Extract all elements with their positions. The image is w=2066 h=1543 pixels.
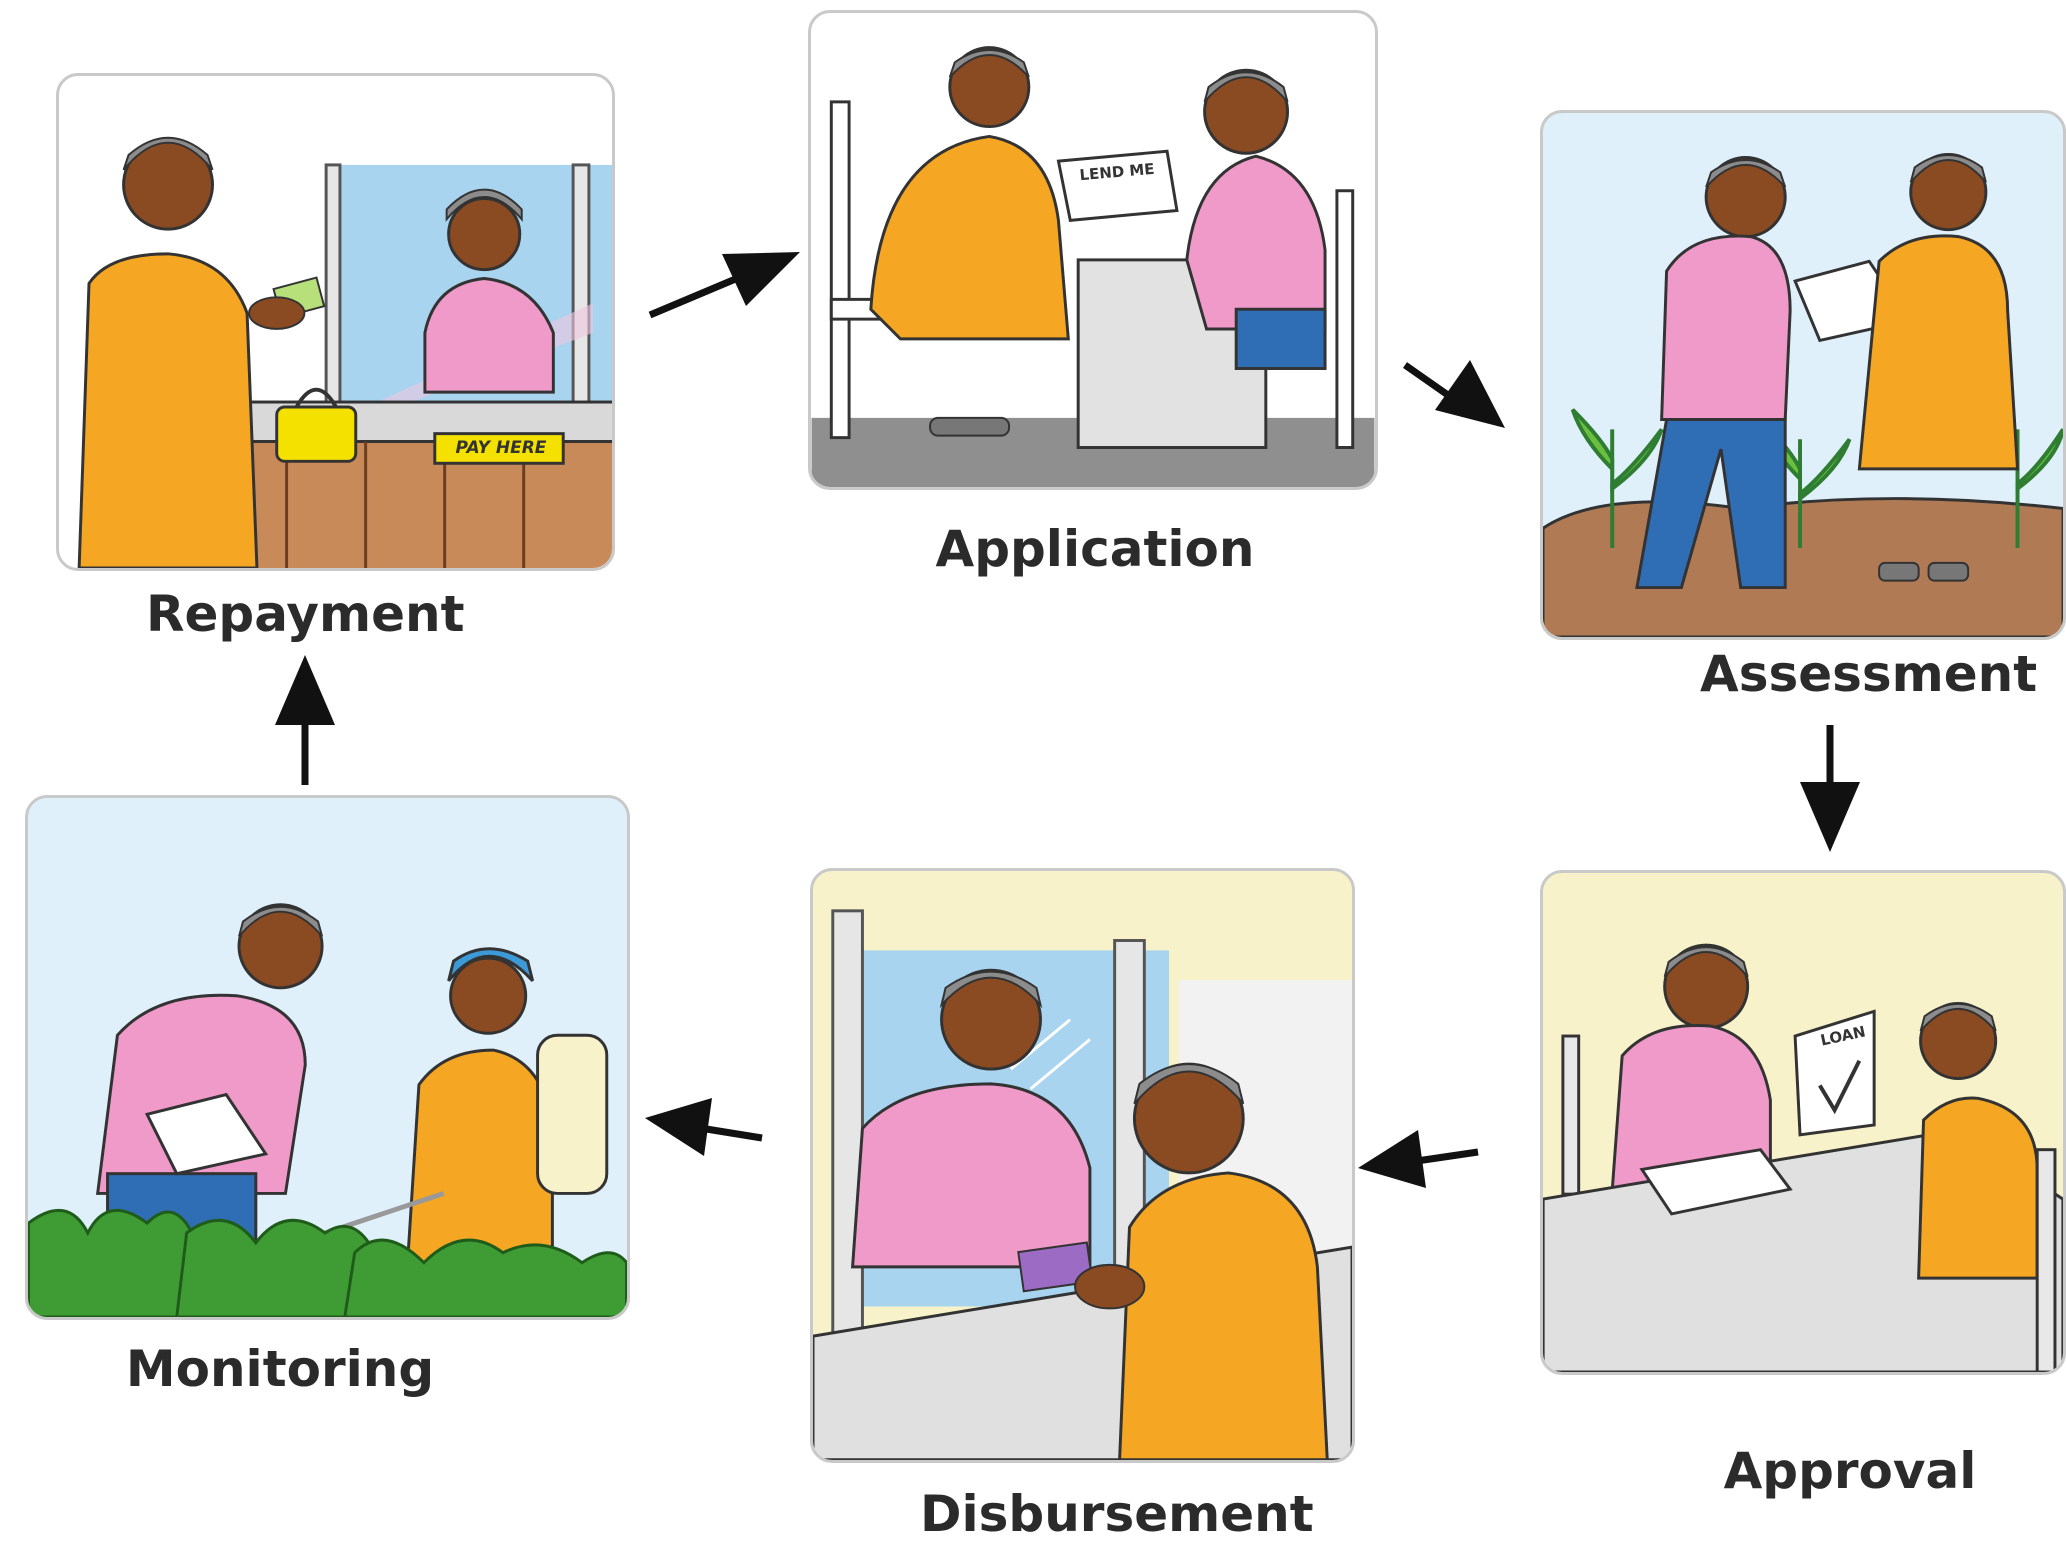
arrow-approval-to-disbursement [1358, 1130, 1479, 1188]
arrow-disbursement-to-monitoring [645, 1098, 763, 1156]
repayment-panel [56, 73, 615, 571]
disbursement-illustration [813, 909, 1352, 1460]
disbursement-label: Disbursement [920, 1485, 1314, 1543]
arrow-repayment-to-application [648, 252, 800, 319]
approval-label: Approval [1723, 1442, 1977, 1500]
application-label: Application [935, 520, 1255, 578]
repayment-label: Repayment [146, 585, 465, 643]
pay-here-sign-text: PAY HERE [455, 438, 547, 458]
application-panel [808, 10, 1378, 490]
disbursement-panel [810, 868, 1355, 1463]
monitoring-panel [25, 795, 630, 1320]
assessment-label: Assessment [1700, 645, 2038, 703]
application-illustration [811, 46, 1375, 487]
assessment-illustration [1543, 153, 2063, 637]
approval-panel [1540, 870, 2066, 1375]
arrow-monitoring-to-repayment [275, 655, 335, 785]
arrow-application-to-assessment [1402, 360, 1505, 428]
repayment-illustration [77, 136, 612, 568]
arrow-assessment-to-approval [1800, 725, 1860, 852]
approval-illustration [1543, 943, 2063, 1372]
monitoring-illustration [28, 903, 627, 1317]
monitoring-label: Monitoring [125, 1340, 435, 1398]
assessment-panel [1540, 110, 2066, 640]
